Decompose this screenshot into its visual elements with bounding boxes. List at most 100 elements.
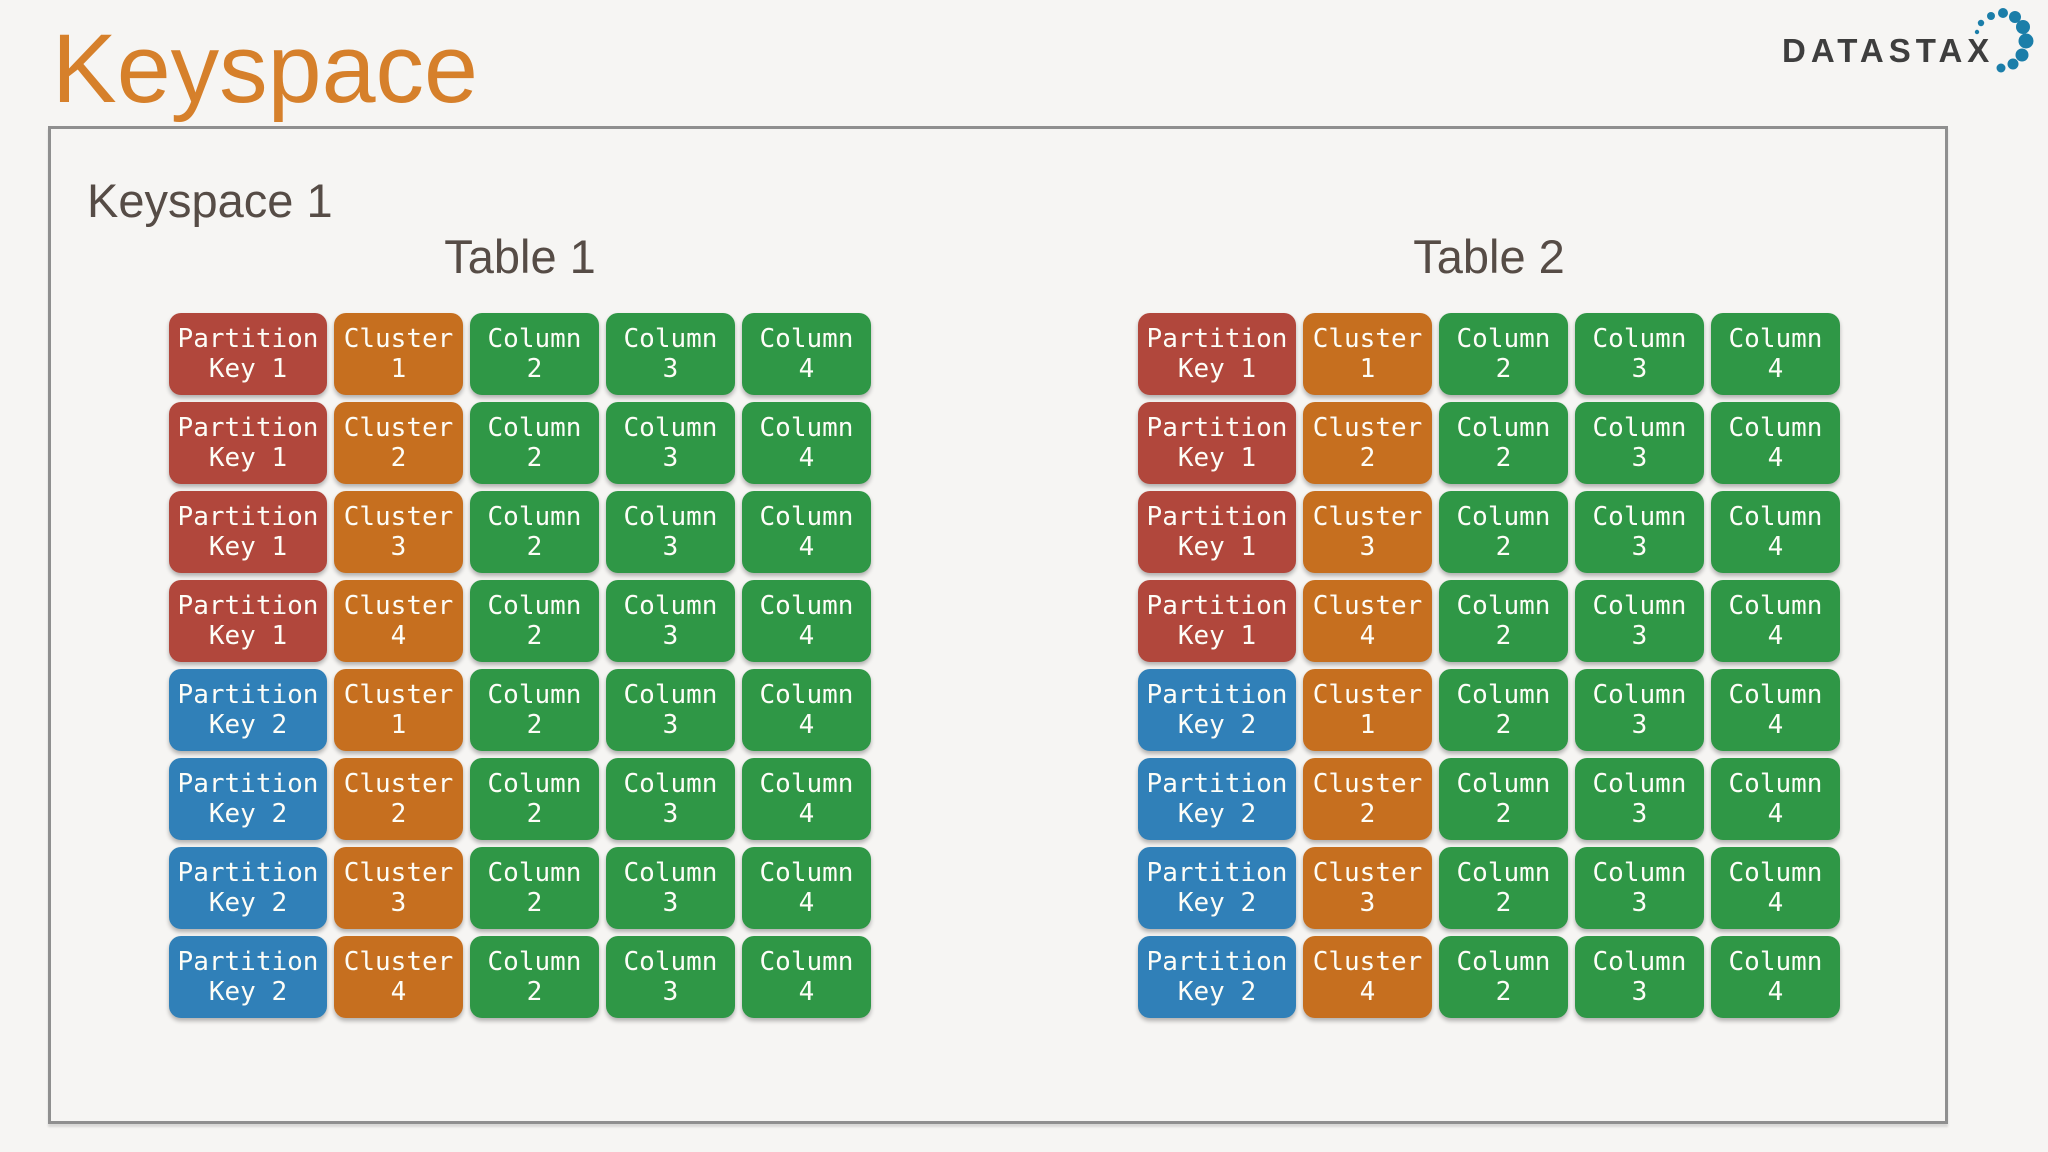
table-2-title: Table 2 <box>1413 230 1565 283</box>
datastax-dots-icon <box>1974 8 2034 73</box>
table-1-title: Table 1 <box>444 230 596 283</box>
page-title: Keyspace <box>52 14 478 123</box>
datastax-logo: DATASTAX <box>1780 0 2048 100</box>
keyspace-label: Keyspace 1 <box>87 174 333 227</box>
datastax-wordmark: DATASTAX <box>1782 32 1995 69</box>
